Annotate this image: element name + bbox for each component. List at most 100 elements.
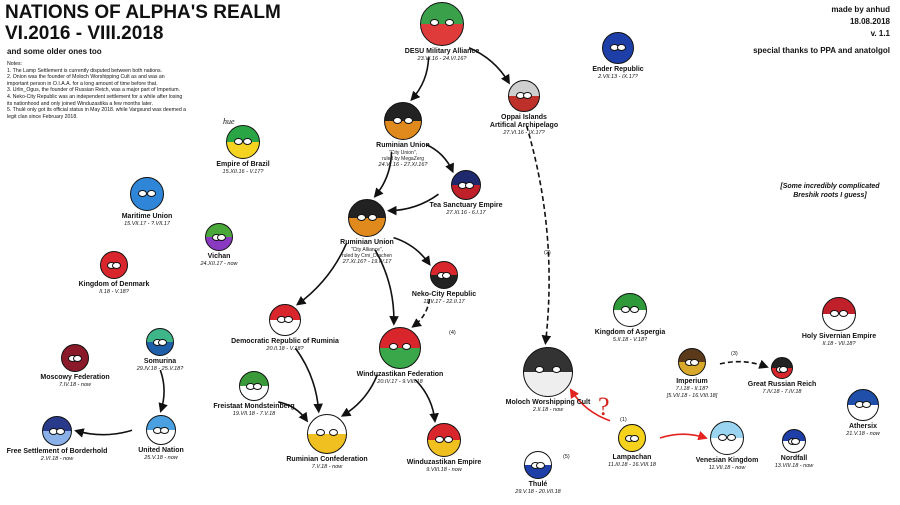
node-dates: 7.I.18 - II.18? xyxy=(675,386,709,392)
node-dates: 25.V.18 - now xyxy=(144,455,178,461)
eye-icon xyxy=(435,436,445,444)
edge-note-4: (4) xyxy=(449,330,456,336)
node-name: Somurina xyxy=(143,358,177,365)
node-name: Moloch Worshipping Cult xyxy=(505,399,591,406)
lampachan-countryball-icon xyxy=(618,424,646,452)
node-sub1: "City Alliance", xyxy=(350,247,384,253)
eye-icon xyxy=(138,190,148,198)
eye-icon xyxy=(402,343,412,351)
arrow-somurina-to-united-nation xyxy=(158,369,168,413)
ruminian2-label: Ruminian Union"City Alliance",ruled by C… xyxy=(340,239,394,266)
page-title: NATIONS OF ALPHA'S REALM xyxy=(5,2,281,23)
holy-sivernian-countryball-icon xyxy=(822,297,856,331)
eye-icon xyxy=(617,44,627,52)
eye-icon xyxy=(158,338,168,346)
nordfall-countryball-icon xyxy=(782,429,806,453)
node-dates: 24.VI.16 - 27.XI.16? xyxy=(378,162,428,168)
eye-icon xyxy=(778,365,788,373)
node-dates: 2.VII.13 - IX.17? xyxy=(598,74,638,80)
note-2: 2. Onion was the founder of Moloch Worsh… xyxy=(7,74,165,87)
node-sub2: ruled by MegaZerg xyxy=(382,156,424,162)
node-sub1: "City Union", xyxy=(388,150,418,156)
eye-icon xyxy=(718,434,728,442)
node-dates: 2.VI.18 - now xyxy=(40,456,74,462)
node-dates: 24.XII.17 - now xyxy=(200,261,238,267)
edge-note-1: (1) xyxy=(620,417,627,423)
ruminian1-label: Ruminian Union"City Union",ruled by Mega… xyxy=(376,142,430,169)
node-dates: 15.XII.16 - V.17? xyxy=(222,169,264,175)
arrow-ruminian2-to-neko xyxy=(393,236,431,266)
node-dates: 11.III.18 - 16.VIII.18 xyxy=(608,462,656,468)
eye-icon xyxy=(55,427,65,435)
node-name: Venesian Kingdom xyxy=(695,457,759,464)
maritime-countryball-icon xyxy=(130,177,164,211)
eye-icon xyxy=(159,426,169,434)
arrow-windu-fed-to-windu-empire xyxy=(414,379,439,423)
brazil-countryball-icon xyxy=(226,125,260,159)
eye-icon xyxy=(443,436,453,444)
eye-icon xyxy=(791,438,801,446)
version-label: v. 1.1 xyxy=(870,29,890,38)
node-name: Ender Republic xyxy=(592,66,644,73)
node-dates: 13.VIII.18 - now xyxy=(774,463,814,469)
node-name: Imperium xyxy=(676,378,708,385)
brazil-speech: hue xyxy=(223,117,235,126)
node-name: Thulé xyxy=(528,481,548,488)
node-name: Athersix xyxy=(848,423,877,430)
thule-countryball-icon xyxy=(524,451,552,479)
arrow-lampachan-to-venesian xyxy=(659,431,708,441)
node-dates: 5.II.18 - V.18? xyxy=(612,337,648,343)
eye-icon xyxy=(621,306,631,314)
eye-icon xyxy=(444,18,454,26)
node-dates: 27.VI.16 - IX.17? xyxy=(503,130,545,136)
eye-icon xyxy=(368,213,378,221)
note-5: 5. Thulé only got its official status in… xyxy=(7,107,187,120)
node-name: Winduzastikan Federation xyxy=(356,371,444,378)
edge-note-3: (3) xyxy=(731,351,738,357)
united-nation-countryball-icon xyxy=(146,415,176,445)
node-name: Oppai Islands xyxy=(501,114,547,121)
node-dates: 15.VII.17 - ?.VII.17 xyxy=(124,221,170,227)
arrow-oppai-to-moloch xyxy=(525,125,552,346)
ruminian2-countryball-icon xyxy=(348,199,386,237)
node-dates: 11.II.17 - 22.II.17 xyxy=(423,299,465,305)
arrow-imperium-to-russian-reich xyxy=(719,359,769,369)
eye-icon xyxy=(442,271,452,279)
node-name: Winduzastikan Empire xyxy=(406,459,482,466)
eye-icon xyxy=(328,429,338,437)
node-dates: 9.VIII.18 - now xyxy=(426,467,462,473)
arrow-ruminian1-to-tea xyxy=(425,143,454,174)
ender-countryball-icon xyxy=(602,32,634,64)
author-credit: made by anhud xyxy=(831,5,890,14)
aspergia-countryball-icon xyxy=(613,293,647,327)
node-dates: 7.IV.18 - now xyxy=(58,382,91,388)
question-mark-icon: ? xyxy=(598,392,610,421)
edge-note-5: (5) xyxy=(563,454,570,460)
drr-countryball-icon xyxy=(269,304,301,336)
eye-icon xyxy=(112,261,122,269)
eye-icon xyxy=(356,213,366,221)
eye-icon xyxy=(217,233,227,241)
node-dates: 20.II.18 - V.18? xyxy=(266,346,304,352)
breshik-roots-note: [Some incredibly complicated Breshik roo… xyxy=(780,183,880,199)
notes-heading: Notes: xyxy=(7,61,22,67)
